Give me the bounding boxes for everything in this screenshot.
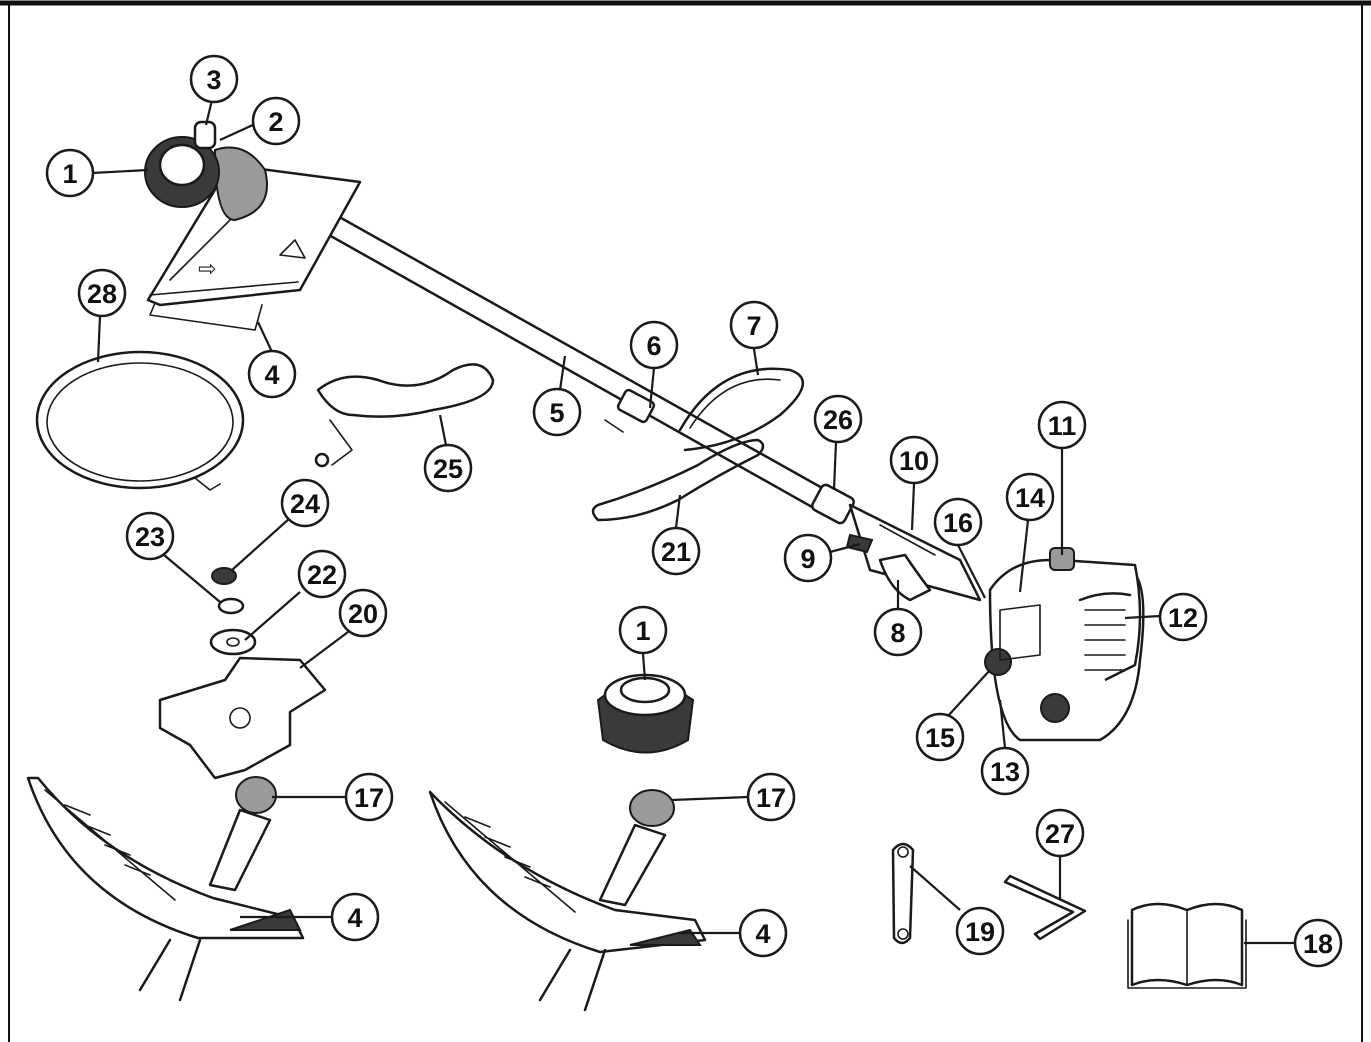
callout-label: 7 xyxy=(746,311,761,341)
callout-label: 6 xyxy=(646,331,661,361)
callout-10: 10 xyxy=(889,435,939,485)
callout-23: 23 xyxy=(125,511,175,561)
callout-22: 22 xyxy=(297,549,347,599)
callout-label: 19 xyxy=(965,917,995,947)
callout-label: 20 xyxy=(348,599,378,629)
callout-label: 22 xyxy=(307,560,337,590)
callout-27: 27 xyxy=(1035,808,1085,858)
callout-20: 20 xyxy=(338,588,388,638)
callout-4-top: 4 xyxy=(247,349,297,399)
shoulder-strap xyxy=(314,363,495,468)
callout-1-top: 1 xyxy=(45,148,95,198)
trimmer-head xyxy=(596,673,695,754)
callout-18: 18 xyxy=(1293,918,1343,968)
callout-6: 6 xyxy=(629,320,679,370)
leader-lines xyxy=(91,99,1296,945)
callout-label: 28 xyxy=(87,279,117,309)
wrench-tool xyxy=(891,842,915,945)
callout-label: 27 xyxy=(1045,819,1075,849)
callout-label: 2 xyxy=(268,107,283,137)
callout-label: 9 xyxy=(800,544,815,574)
guard-arrow-icon: ⇨ xyxy=(198,257,216,282)
callout-label: 4 xyxy=(755,919,770,949)
callout-17-right: 17 xyxy=(746,772,796,822)
callout-label: 4 xyxy=(347,903,362,933)
callout-label: 23 xyxy=(135,522,165,552)
blade-fasteners xyxy=(209,567,257,656)
callout-label: 1 xyxy=(635,616,650,646)
callout-11: 11 xyxy=(1037,400,1087,450)
callout-3: 3 xyxy=(189,54,239,104)
callout-label: 12 xyxy=(1168,603,1198,633)
metal-blade xyxy=(158,656,327,780)
hex-key-tool xyxy=(1003,874,1087,941)
callout-label: 10 xyxy=(899,446,929,476)
callout-16: 16 xyxy=(933,497,983,547)
callout-label: 21 xyxy=(661,537,691,567)
callout-13: 13 xyxy=(980,746,1030,796)
callout-label: 17 xyxy=(756,783,786,813)
callout-label: 3 xyxy=(206,65,221,95)
callout-17-left: 17 xyxy=(344,772,394,822)
callout-24: 24 xyxy=(280,478,330,528)
callout-1-centre: 1 xyxy=(618,605,668,655)
callout-label: 25 xyxy=(433,454,463,484)
callout-label: 5 xyxy=(549,398,564,428)
callout-12: 12 xyxy=(1158,592,1208,642)
callout-15: 15 xyxy=(915,712,965,762)
callout-26: 26 xyxy=(813,394,863,444)
engine xyxy=(984,547,1145,742)
lower-guard-left xyxy=(26,776,305,1002)
guard-ring xyxy=(35,350,245,491)
callout-label: 18 xyxy=(1303,929,1333,959)
callout-8: 8 xyxy=(873,607,923,657)
cutting-head-assembly: ⇨ xyxy=(144,120,362,331)
callout-label: 16 xyxy=(943,508,973,538)
callout-label: 26 xyxy=(823,405,853,435)
rear-grip xyxy=(811,483,982,602)
callout-label: 24 xyxy=(290,489,320,519)
lower-guard-right xyxy=(428,789,707,1012)
callout-4-left: 4 xyxy=(330,892,380,942)
callout-28: 28 xyxy=(77,268,127,318)
callout-label: 11 xyxy=(1048,411,1077,441)
manual-book-icon xyxy=(1127,902,1247,989)
callout-4-right: 4 xyxy=(738,908,788,958)
callout-label: 14 xyxy=(1015,483,1045,513)
callout-label: 17 xyxy=(354,783,384,813)
callout-25: 25 xyxy=(423,443,473,493)
callout-5: 5 xyxy=(532,387,582,437)
callout-label: 15 xyxy=(925,723,955,753)
callout-21: 21 xyxy=(651,526,701,576)
callout-9: 9 xyxy=(783,533,833,583)
callout-label: 8 xyxy=(890,618,905,648)
callout-14: 14 xyxy=(1005,472,1055,522)
handle-assembly xyxy=(591,367,805,522)
callout-label: 13 xyxy=(990,757,1020,787)
callout-label: 1 xyxy=(62,159,77,189)
callout-7: 7 xyxy=(729,300,779,350)
callout-19: 19 xyxy=(955,906,1005,956)
callout-label: 4 xyxy=(264,360,279,390)
callout-2: 2 xyxy=(251,96,301,146)
